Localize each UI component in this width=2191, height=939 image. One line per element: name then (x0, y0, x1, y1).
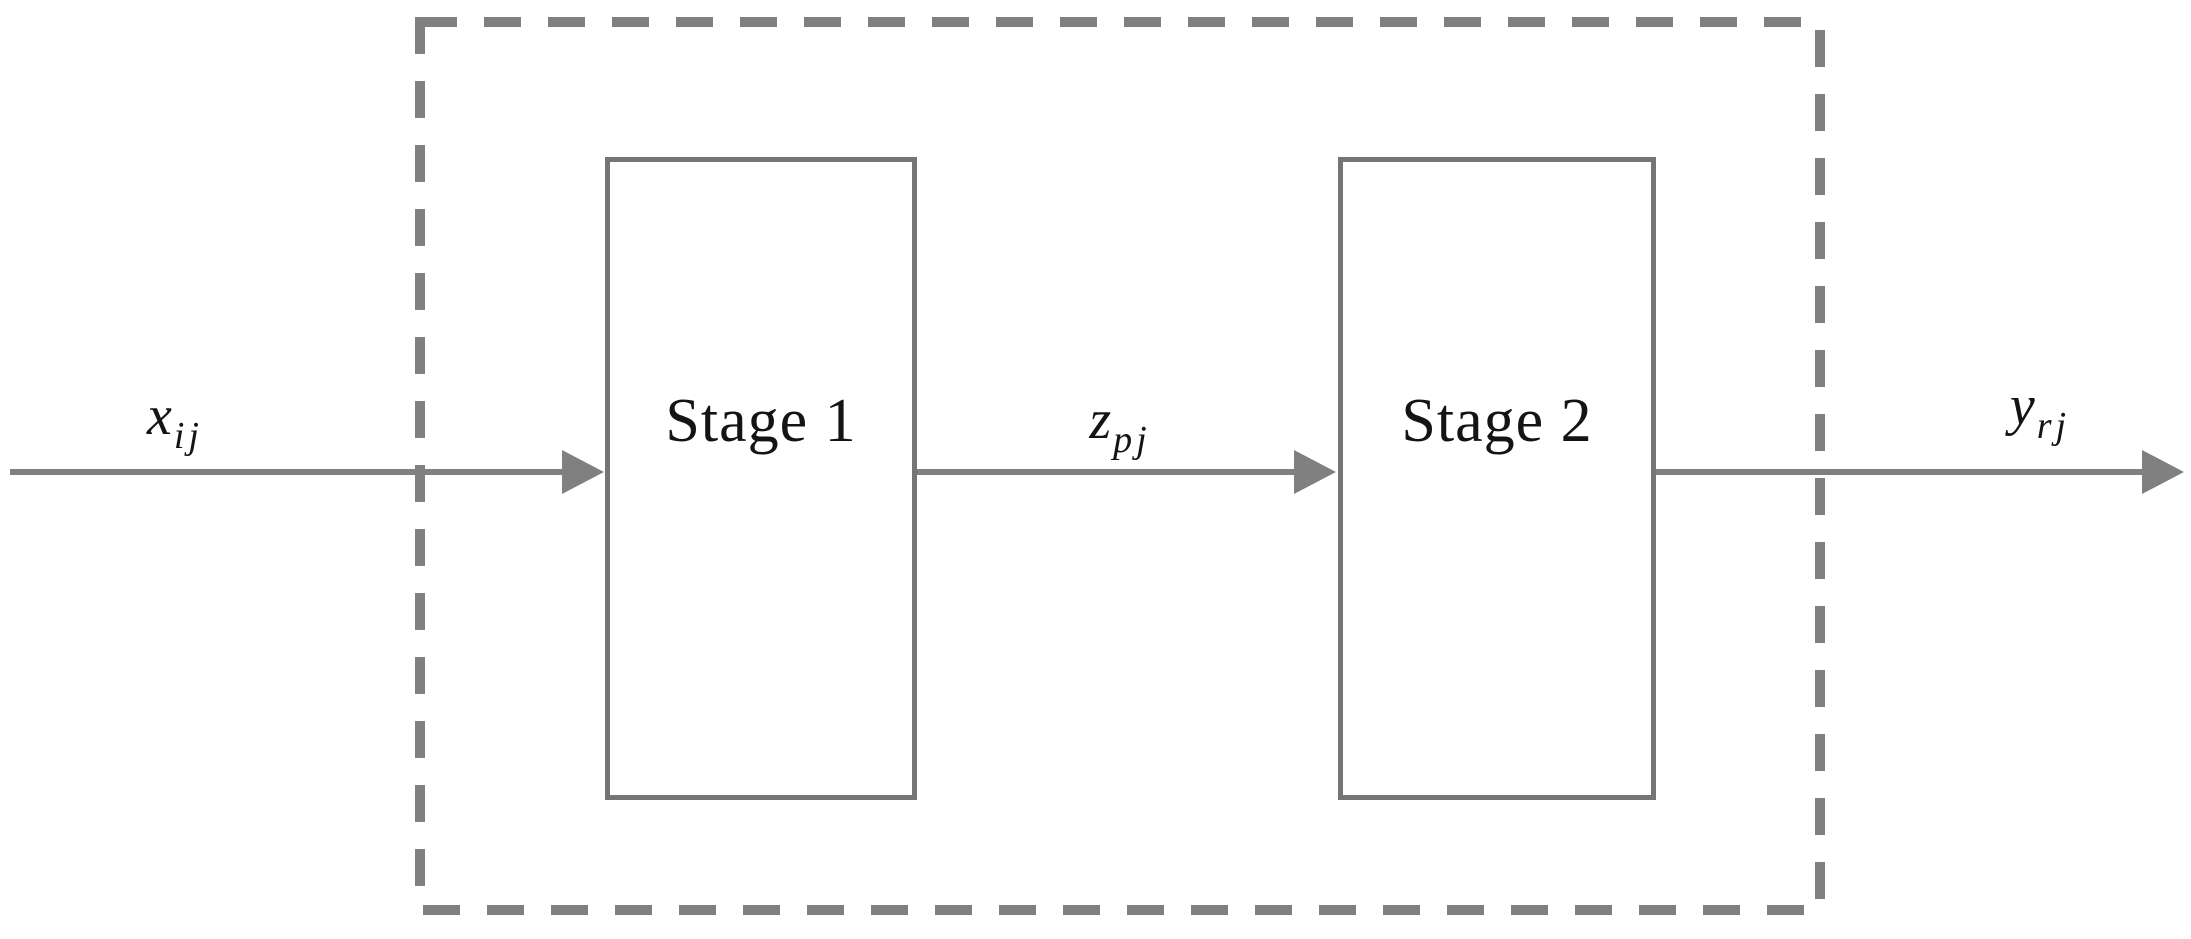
stage-2-box: Stage 2 (1338, 157, 1656, 800)
stage-1-box: Stage 1 (605, 157, 917, 800)
output-arrow (1656, 450, 2184, 494)
intermediate-flow-label-subscript: pj (1113, 419, 1151, 461)
system-boundary-dashed-box (415, 17, 1825, 915)
input-flow-label-subscript: ij (173, 415, 203, 457)
stage-1-label: Stage 1 (665, 387, 857, 455)
input-arrowhead-icon (562, 450, 604, 494)
input-flow-label-base: x (147, 385, 172, 447)
output-flow-label-subscript: rj (2036, 405, 2071, 447)
intermediate-arrowhead-icon (1294, 450, 1336, 494)
output-flow-label-base: y (2009, 375, 2035, 437)
output-arrowhead-icon (2142, 450, 2184, 494)
input-arrow (10, 450, 604, 494)
input-flow-label: xij (95, 388, 255, 464)
output-flow-label: yrj (1960, 378, 2120, 454)
intermediate-flow-label-base: z (1089, 389, 1112, 451)
intermediate-arrow (914, 450, 1336, 494)
intermediate-flow-label: zpj (1040, 392, 1200, 468)
stage-2-label: Stage 2 (1401, 387, 1593, 455)
